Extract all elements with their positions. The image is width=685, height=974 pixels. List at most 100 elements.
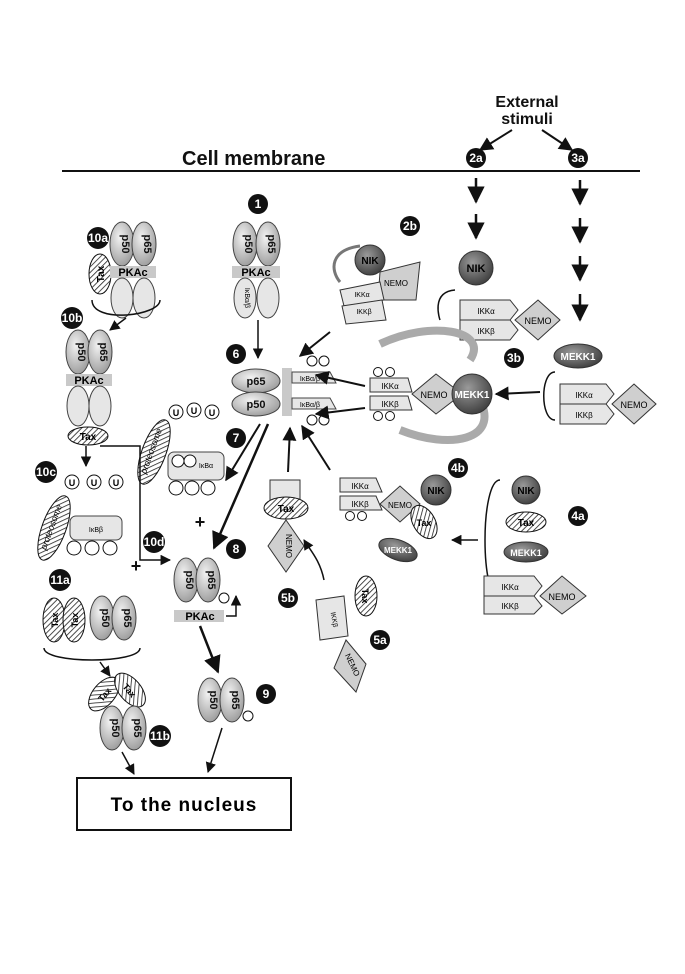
tax-label: Tax: [70, 613, 80, 628]
tax-label: Tax: [360, 589, 370, 604]
ikka-label: IKKα: [381, 382, 399, 391]
step-2a-text: 2a: [469, 151, 483, 165]
arrow-3a-to-3b: [494, 386, 541, 401]
ubiquitin-label: U: [113, 478, 120, 488]
p65-label: p65: [97, 343, 109, 362]
external-stimuli-line2: stimuli: [501, 111, 553, 128]
p65-label: p65: [141, 235, 153, 254]
ikb-label: IκBα/β: [243, 288, 250, 308]
ikbb-label: IκBβ: [89, 527, 103, 534]
step-6-text: 6: [233, 347, 240, 361]
step-badge-7: 7: [226, 428, 246, 448]
p50-label: p50: [247, 399, 266, 411]
arrow-9-to-nucleus: [205, 727, 223, 774]
step-3b-text: 3b: [507, 351, 521, 365]
plus-7: +: [195, 512, 206, 532]
step-badge-10d: 10d: [143, 531, 165, 553]
tax-10a: Tax: [88, 253, 112, 295]
nemo-label: NEMO: [549, 592, 576, 602]
mekk1-label: MEKK1: [384, 546, 413, 555]
mekk1-node-3a: MEKK1: [553, 343, 603, 369]
step-badge-11b: 11b: [149, 725, 171, 747]
tax-label: Tax: [80, 432, 97, 443]
bracket-10a: [91, 299, 161, 316]
arrow-10a-to-10b: [109, 317, 127, 331]
mekk1-label: MEKK1: [510, 548, 542, 558]
complex-4b: IKKα IKKβ NEMO NIK Tax MEKK1: [339, 474, 452, 563]
step-4a-text: 4a: [571, 509, 585, 523]
ikk-complex-3a: IKKα IKKβ NEMO: [559, 383, 657, 425]
arrow-5b-to-6: [282, 426, 297, 473]
ikka-label: IKKα: [575, 391, 593, 400]
arrow-10b-to-8: [100, 445, 172, 566]
proteosome-10c: proteosome: [37, 495, 71, 561]
ubiquitinated-ikb-7: U U U IκBα: [167, 402, 225, 496]
p50-label: p50: [119, 235, 131, 254]
arrow-6-to-7: [225, 423, 261, 482]
step-10a-text: 10a: [88, 231, 108, 245]
step-badge-2b: 2b: [400, 216, 420, 236]
step-badge-4b: 4b: [448, 458, 468, 478]
mekk1-label: MEKK1: [454, 390, 489, 401]
step-badge-10c: 10c: [35, 461, 57, 483]
ubiquitin-label: U: [191, 406, 198, 416]
tax-label: Tax: [518, 518, 535, 529]
ikkb-label: IKKβ: [575, 411, 593, 420]
ubiquitin-label: U: [91, 478, 98, 488]
step-badge-11a: 11a: [49, 569, 71, 591]
complex-5a: Tax IKKβ NEMO: [315, 575, 378, 693]
step-badge-3a: 3a: [568, 148, 588, 168]
complex-2b: NIK NEMO IKKα IKKβ: [339, 244, 421, 325]
nik-label: NIK: [427, 486, 445, 497]
tax-label: Tax: [278, 504, 295, 515]
step-badge-9: 9: [256, 684, 276, 704]
complex-10a: p50 p65 PKAc: [109, 221, 157, 319]
ikkb-label: IKKβ: [329, 612, 339, 628]
complex-step6: p65 p50 IκBα/β IκBα/β: [231, 355, 337, 426]
complex-10b: p50 p65 PKAc Tax: [65, 329, 113, 446]
complex-3b: IKKα IKKβ NEMO MEKK1: [369, 367, 493, 421]
ikba-label: IκBα: [199, 463, 213, 470]
ikkb-label: IKKβ: [356, 309, 371, 316]
p50-label: p50: [207, 691, 219, 710]
nik-label: NIK: [361, 256, 379, 267]
ikka-label: IKKα: [501, 583, 519, 592]
p65-label: p65: [205, 571, 217, 590]
ubiquitin-label: U: [69, 478, 76, 488]
nucleus-box: [76, 777, 292, 831]
step-3a-text: 3a: [571, 151, 585, 165]
step-5b-text: 5b: [281, 591, 295, 605]
step-badge-6: 6: [226, 344, 246, 364]
components-4a: NIK Tax MEKK1 IKKα IKKβ NEMO: [483, 475, 587, 615]
p50-label: p50: [99, 609, 111, 628]
step-1-text: 1: [255, 197, 262, 211]
arrow-8-to-9: [198, 625, 221, 674]
ubiquitinated-ikb-10c: U U U IκBβ: [64, 474, 124, 556]
complex-step9: p50 p65: [197, 677, 254, 723]
ikkb-label: IKKβ: [477, 327, 495, 336]
p65-label: p65: [229, 691, 241, 710]
bracket-3a: [543, 371, 556, 421]
plus-10: +: [131, 556, 142, 576]
external-stimuli-label: External stimuli: [495, 94, 558, 128]
pkac-label: PKAc: [241, 267, 270, 279]
tax-label: Tax: [417, 518, 432, 528]
step-10c-text: 10c: [36, 465, 56, 479]
nik-node-2a: NIK: [458, 250, 494, 286]
nik-label: NIK: [467, 263, 486, 275]
p50-label: p50: [75, 343, 87, 362]
nemo-label: NEMO: [384, 279, 408, 288]
step-badge-10a: 10a: [87, 227, 109, 249]
nemo-label: NEMO: [284, 534, 293, 558]
tax-label: Tax: [96, 265, 107, 282]
step-11b-text: 11b: [150, 729, 170, 743]
arrow-3b-to-6a: [314, 370, 366, 387]
complex-5b: Tax NEMO: [263, 479, 309, 573]
nucleus-label: To the nucleus: [111, 795, 258, 816]
p50-label: p50: [242, 235, 254, 254]
stimuli-arrow-2a: [478, 129, 513, 151]
ikka-label: IKKα: [477, 307, 495, 316]
step-8-text: 8: [233, 542, 240, 556]
step-10b-text: 10b: [62, 311, 83, 325]
external-stimuli-line1: External: [495, 94, 558, 111]
